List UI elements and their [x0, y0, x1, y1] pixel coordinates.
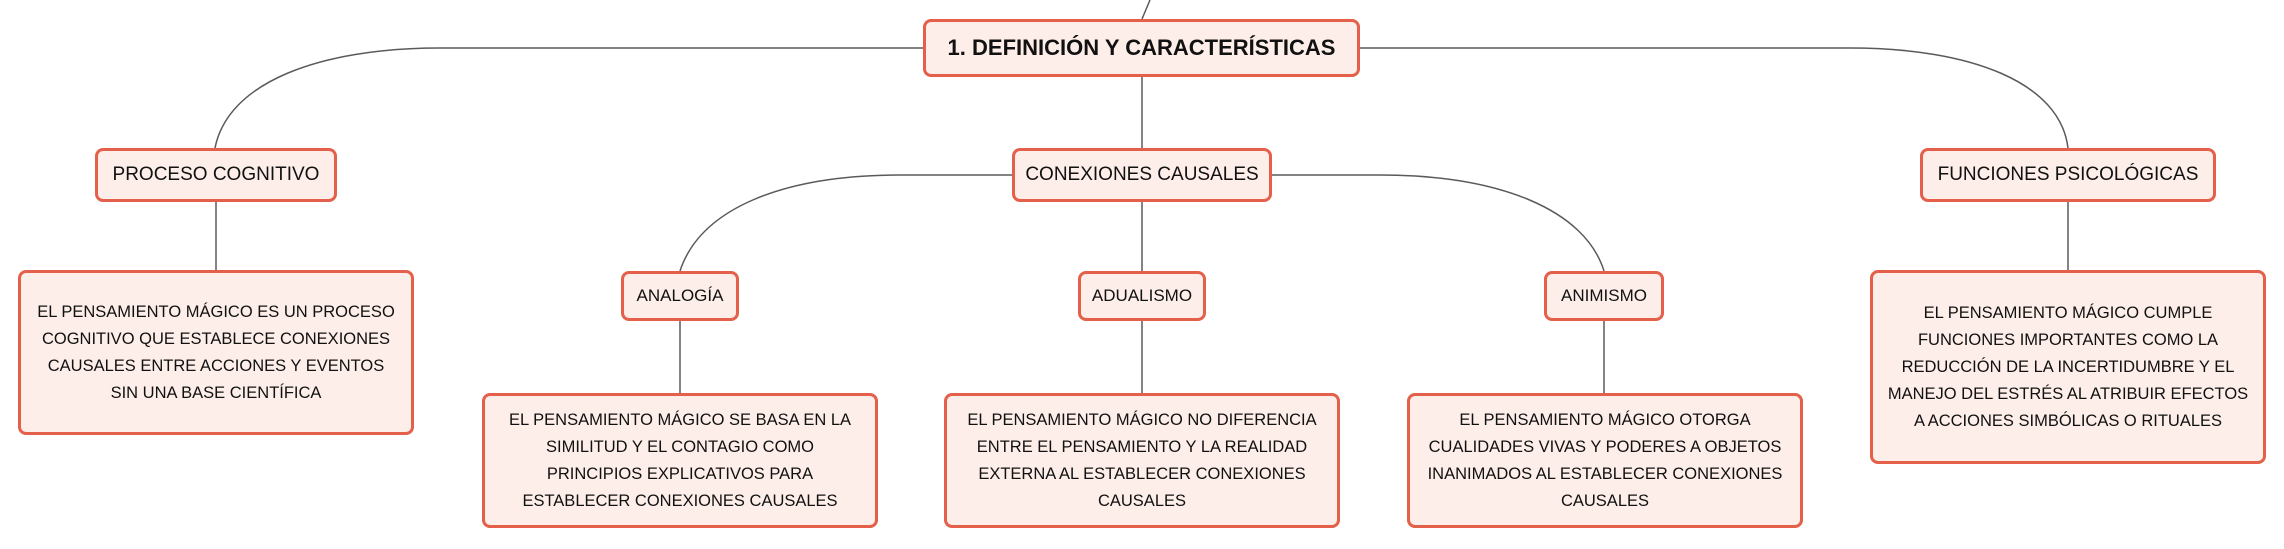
root-node[interactable]: 1. DEFINICIÓN Y CARACTERÍSTICAS — [923, 19, 1360, 77]
topic-conexiones-label: CONEXIONES CAUSALES — [1025, 164, 1259, 185]
subtopic-animismo[interactable]: ANIMISMO — [1544, 271, 1664, 321]
description-funciones-text: EL PENSAMIENTO MÁGICO CUMPLE FUNCIONES I… — [1887, 303, 2249, 430]
topic-proceso-label: PROCESO COGNITIVO — [112, 164, 320, 185]
description-analogia[interactable]: EL PENSAMIENTO MÁGICO SE BASA EN LA SIMI… — [482, 393, 878, 528]
subtopic-analogia-label: ANALOGÍA — [636, 286, 724, 305]
description-proceso-cognitivo[interactable]: EL PENSAMIENTO MÁGICO ES UN PROCESO COGN… — [18, 270, 414, 435]
connector-root-to-proceso — [214, 47, 923, 149]
description-proceso-text: EL PENSAMIENTO MÁGICO ES UN PROCESO COGN… — [37, 302, 395, 402]
description-animismo-text: EL PENSAMIENTO MÁGICO OTORGA CUALIDADES … — [1427, 410, 1783, 510]
connector-root-to-funciones — [1360, 47, 2069, 149]
description-funciones-psicologicas[interactable]: EL PENSAMIENTO MÁGICO CUMPLE FUNCIONES I… — [1870, 270, 2266, 464]
topic-conexiones-causales[interactable]: CONEXIONES CAUSALES — [1012, 148, 1272, 202]
description-animismo[interactable]: EL PENSAMIENTO MÁGICO OTORGA CUALIDADES … — [1407, 393, 1803, 528]
description-analogia-text: EL PENSAMIENTO MÁGICO SE BASA EN LA SIMI… — [508, 410, 852, 510]
topic-funciones-label: FUNCIONES PSICOLÓGICAS — [1937, 164, 2199, 185]
subtopic-analogia[interactable]: ANALOGÍA — [621, 271, 739, 321]
connector-conexiones-to-analogia — [679, 174, 1012, 272]
subtopic-adualismo[interactable]: ADUALISMO — [1078, 271, 1206, 321]
connector-parent-to-root — [1141, 0, 1151, 20]
subtopic-animismo-label: ANIMISMO — [1561, 286, 1647, 305]
connector-conexiones-to-animismo — [1272, 174, 1605, 272]
topic-funciones-psicologicas[interactable]: FUNCIONES PSICOLÓGICAS — [1920, 148, 2216, 202]
description-adualismo-text: EL PENSAMIENTO MÁGICO NO DIFERENCIA ENTR… — [967, 410, 1317, 510]
subtopic-adualismo-label: ADUALISMO — [1091, 286, 1193, 305]
topic-proceso-cognitivo[interactable]: PROCESO COGNITIVO — [95, 148, 337, 202]
description-adualismo[interactable]: EL PENSAMIENTO MÁGICO NO DIFERENCIA ENTR… — [944, 393, 1340, 528]
root-label: 1. DEFINICIÓN Y CARACTERÍSTICAS — [947, 35, 1336, 60]
